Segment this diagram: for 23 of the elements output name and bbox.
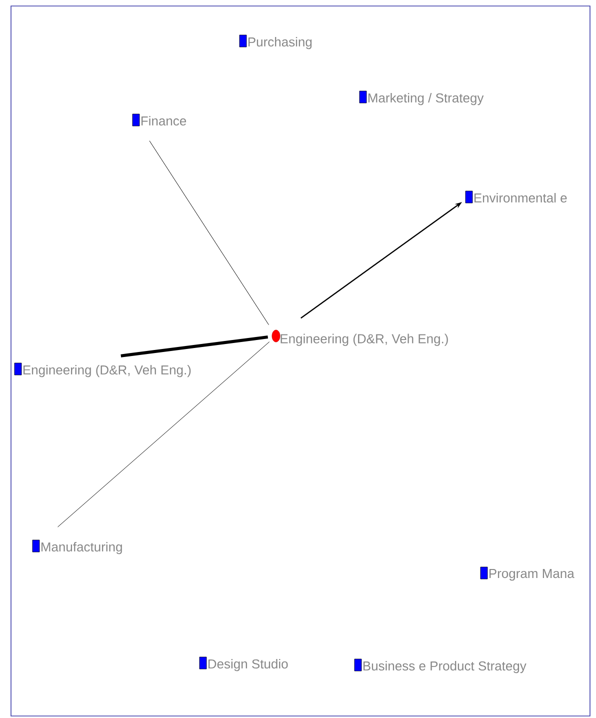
node-label: Purchasing	[248, 37, 312, 50]
node-label: Engineering (D&R, Veh Eng.)	[23, 365, 191, 378]
center-marker	[272, 330, 280, 342]
node-marker	[465, 190, 473, 204]
node-label: Marketing / Strategy	[368, 93, 484, 106]
node-marker	[32, 540, 40, 552]
connector-line	[120, 336, 268, 358]
node-marker	[354, 658, 362, 672]
node-marker	[359, 90, 367, 104]
node-label: Design Studio	[208, 659, 288, 672]
connector-line	[149, 140, 269, 326]
node-label: Engineering (D&R, Veh Eng.)	[280, 334, 448, 346]
node-label: Program Mana	[489, 569, 574, 581]
node-label: Business e Product Strategy	[363, 661, 526, 674]
node-marker	[199, 656, 207, 670]
node-label: Environmental e	[474, 193, 567, 203]
node-marker	[480, 566, 488, 580]
node-marker	[239, 34, 247, 48]
node-label: Manufacturing	[41, 542, 122, 554]
node-marker	[132, 114, 140, 126]
connector-line	[58, 342, 270, 528]
node-label: Finance	[141, 116, 186, 126]
node-marker	[14, 362, 22, 376]
